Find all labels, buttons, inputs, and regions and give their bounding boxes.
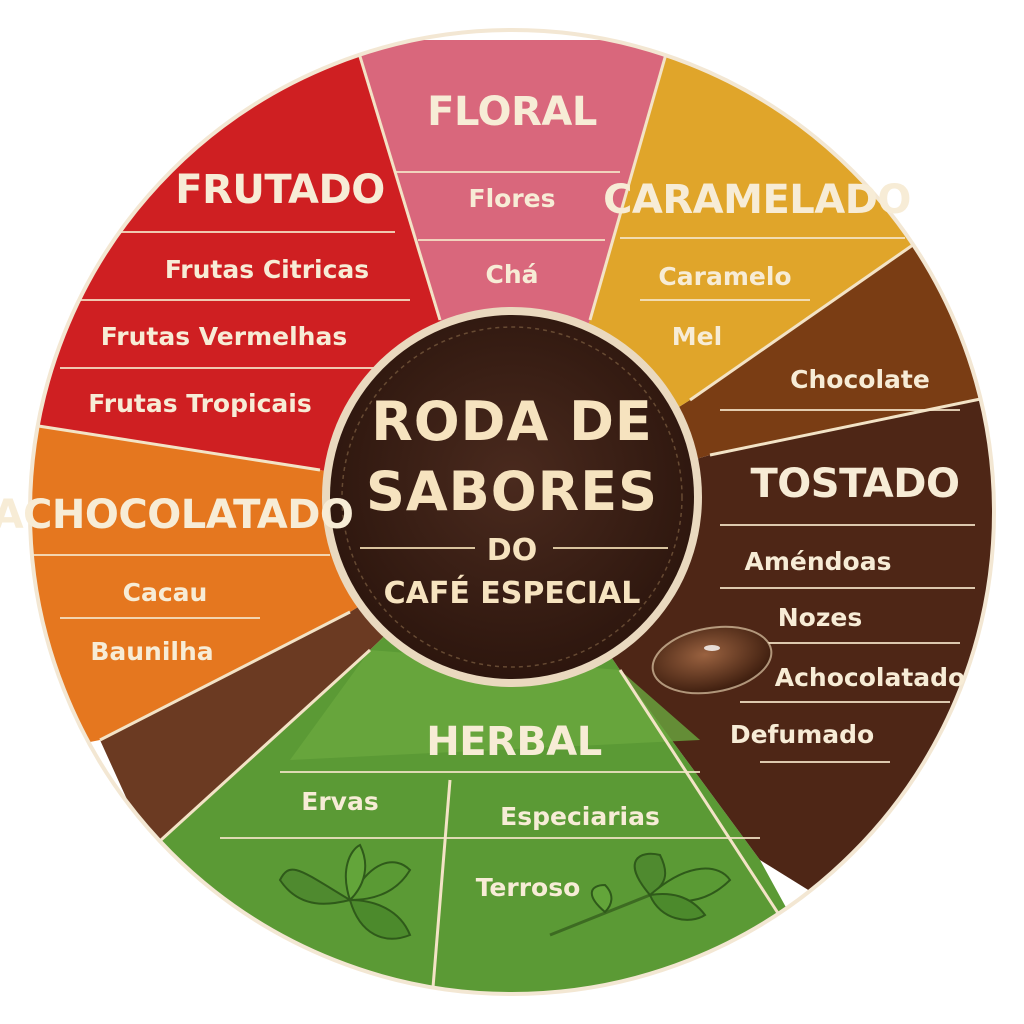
- floral-title: FLORAL: [427, 89, 597, 135]
- center-badge: RODA DE SABORES DO CAFÉ ESPECIAL: [322, 307, 702, 687]
- herbal-item-ervas: Ervas: [301, 787, 378, 816]
- caramelado-item-caramelo: Caramelo: [658, 262, 791, 291]
- mint-leaf-icon: [278, 843, 412, 940]
- tostado-item-amendoas: Améndoas: [745, 547, 892, 576]
- coffee-bean-icon: [651, 625, 773, 695]
- frutado-item-vermelhas: Frutas Vermelhas: [101, 322, 347, 351]
- achocolatado-title: ACHOCOLATADO: [0, 492, 353, 538]
- frutado-title: FRUTADO: [175, 167, 384, 213]
- caramelado-item-mel: Mel: [672, 322, 722, 351]
- herbal-item-especiarias: Especiarias: [500, 802, 660, 831]
- herbal-item-terroso: Terroso: [476, 873, 581, 902]
- achocolatado-item-cacau: Cacau: [123, 578, 208, 607]
- tostado-item-defumado: Defumado: [730, 720, 874, 749]
- caramelado-title: CARAMELADO: [603, 177, 911, 223]
- mint-leaf-icon: [549, 852, 732, 937]
- segment-floral: [355, 40, 670, 512]
- achocolatado-item-baunilha: Baunilha: [90, 637, 213, 666]
- center-subtitle: CAFÉ ESPECIAL: [384, 575, 641, 611]
- tostado-item-achocolatado: Achocolatado: [775, 663, 965, 692]
- herbal-title: HERBAL: [426, 719, 602, 765]
- herbal-inner-band: [290, 650, 700, 760]
- floral-item-cha: Chá: [485, 260, 538, 289]
- frutado-item-tropicais: Frutas Tropicais: [88, 389, 311, 418]
- floral-item-flores: Flores: [469, 184, 556, 213]
- tostado-item-nozes: Nozes: [778, 603, 863, 632]
- frutado-item-citricas: Frutas Citricas: [165, 255, 369, 284]
- tostado-title: TOSTADO: [751, 461, 960, 507]
- tostado-item-chocolate: Chocolate: [790, 365, 930, 394]
- center-title-line1: RODA DE: [371, 390, 653, 453]
- center-subtitle-do: DO: [487, 533, 537, 568]
- center-title-line2: SABORES: [366, 460, 658, 523]
